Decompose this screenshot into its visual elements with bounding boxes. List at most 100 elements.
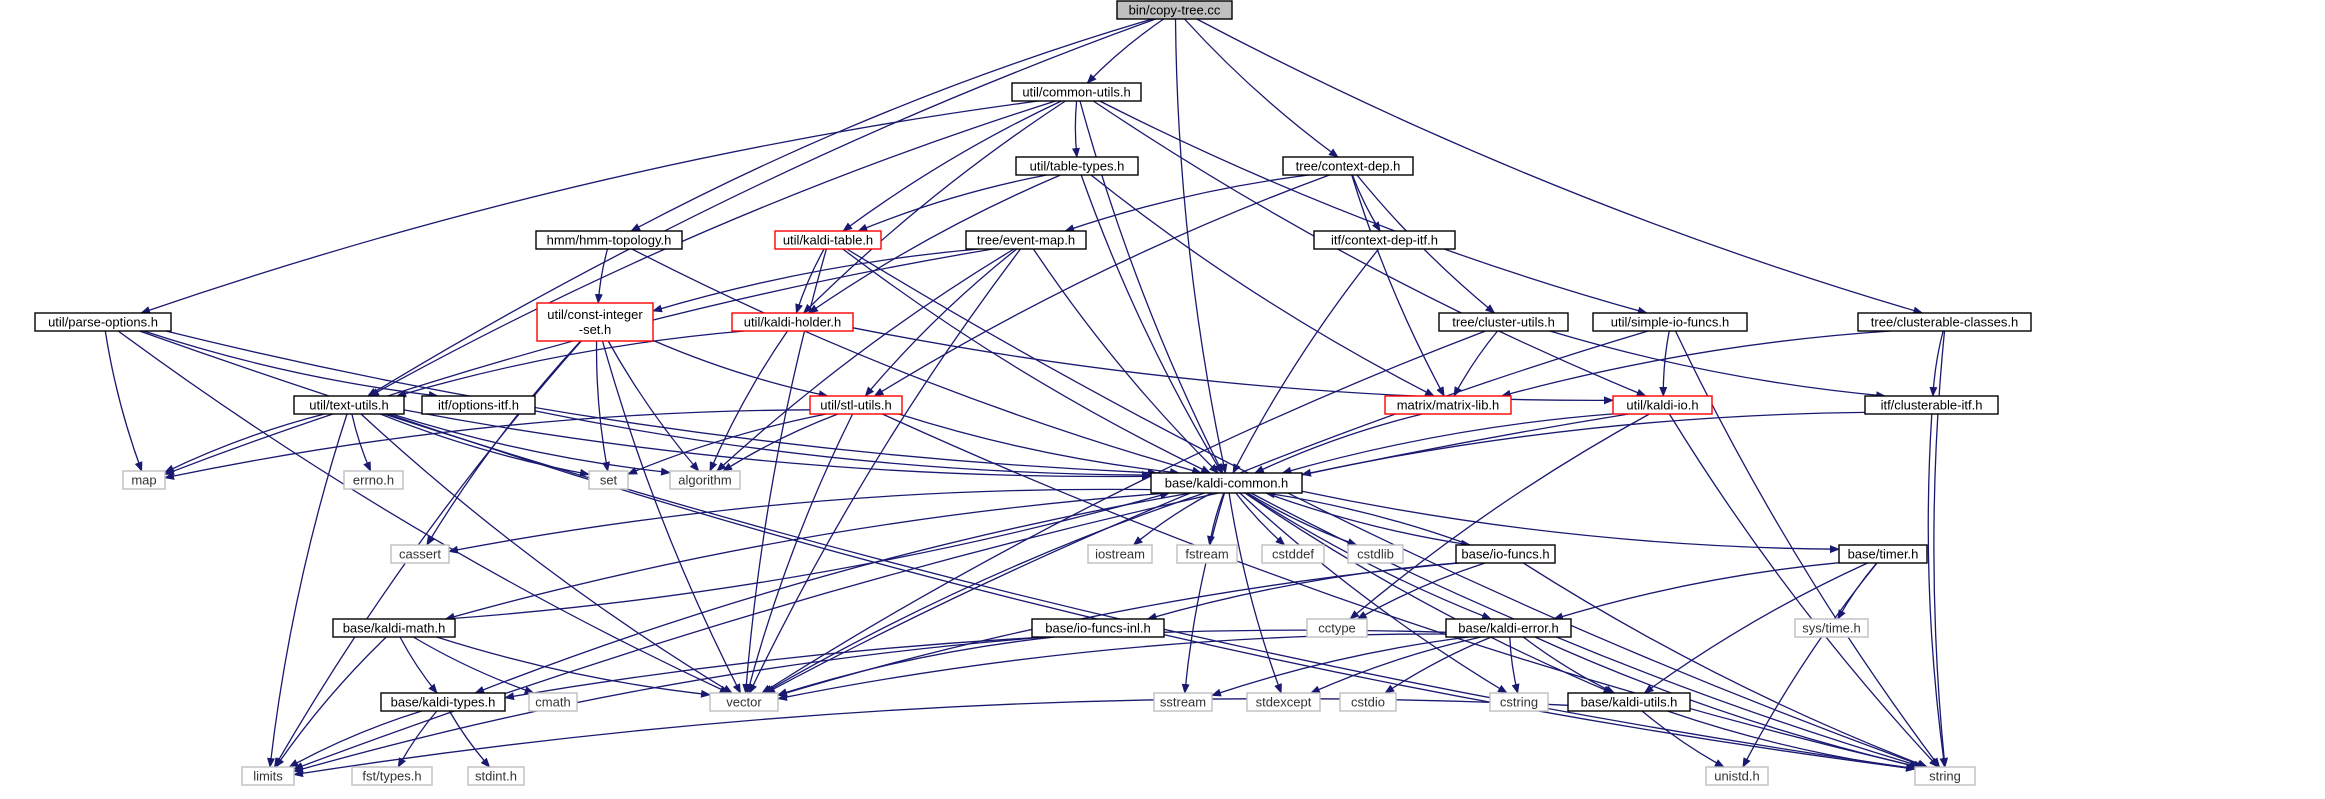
edge-kaldi-utils-to-unistd xyxy=(1641,710,1725,768)
node-label: util/const-integer xyxy=(547,307,643,322)
edge-common-utils-to-kaldi-common xyxy=(1079,100,1224,474)
node-parse-options[interactable]: util/parse-options.h xyxy=(34,312,172,332)
node-context-dep-itf[interactable]: itf/context-dep-itf.h xyxy=(1313,230,1456,250)
edge-kaldi-error-to-cstdio xyxy=(1384,636,1492,694)
node-box xyxy=(774,230,882,250)
node-box xyxy=(1031,618,1165,638)
edge-stl-utils-to-map xyxy=(164,409,811,480)
node-timer[interactable]: base/timer.h xyxy=(1838,544,1928,564)
node-kaldi-types[interactable]: base/kaldi-types.h xyxy=(380,692,506,712)
node-matrix-lib[interactable]: matrix/matrix-lib.h xyxy=(1384,395,1512,415)
node-box xyxy=(669,470,741,490)
edge-event-map-to-kaldi-common xyxy=(1032,248,1219,474)
node-hmm-topology[interactable]: hmm/hmm-topology.h xyxy=(535,230,683,250)
node-cstdio: cstdio xyxy=(1339,692,1397,712)
edge-hmm-topology-to-kaldi-common xyxy=(631,248,1203,475)
node-box xyxy=(1306,618,1368,638)
node-label: sys/time.h xyxy=(1802,621,1861,636)
node-kaldi-error[interactable]: base/kaldi-error.h xyxy=(1445,618,1572,638)
edge-kaldi-common-to-timer xyxy=(1301,490,1840,554)
edge-cluster-utils-to-vector xyxy=(761,330,1486,694)
edge-cluster-utils-to-clusterable-itf xyxy=(1549,330,1887,400)
node-label: cstdlib xyxy=(1357,547,1394,562)
file-nodes: bin/copy-tree.cc util/common-utils.h util/… xyxy=(34,0,2032,786)
edge-text-utils-to-map xyxy=(164,413,325,473)
node-kaldi-common[interactable]: base/kaldi-common.h xyxy=(1150,472,1303,494)
node-label: base/kaldi-math.h xyxy=(343,621,446,636)
node-label: set xyxy=(600,473,618,488)
node-cluster-utils[interactable]: tree/cluster-utils.h xyxy=(1438,312,1569,332)
edge-table-types-to-kaldi-table xyxy=(857,174,1047,232)
edge-io-funcs-inl-to-vector xyxy=(777,636,1055,697)
edge-io-funcs-to-cctype xyxy=(1356,562,1486,620)
node-label: util/kaldi-table.h xyxy=(783,233,873,248)
node-label: base/io-funcs-inl.h xyxy=(1045,621,1151,636)
node-box xyxy=(1246,692,1321,712)
node-clusterable-itf[interactable]: itf/clusterable-itf.h xyxy=(1864,395,1999,415)
edge-io-funcs-to-string xyxy=(1522,562,1929,768)
node-label: string xyxy=(1929,769,1961,784)
edge-kaldi-table-to-string xyxy=(846,248,1928,768)
edge-context-dep-to-event-map xyxy=(1064,174,1309,232)
node-const-integer-set[interactable]: util/const-integer-set.h xyxy=(536,302,654,342)
node-box xyxy=(1116,0,1233,20)
edge-options-itf-to-kaldi-common xyxy=(534,410,1152,480)
node-kaldi-table[interactable]: util/kaldi-table.h xyxy=(774,230,882,250)
edge-stl-utils-to-algorithm xyxy=(722,413,839,472)
node-kaldi-math[interactable]: base/kaldi-math.h xyxy=(332,618,456,638)
node-options-itf[interactable]: itf/options-itf.h xyxy=(421,395,536,415)
node-map: map xyxy=(122,470,166,490)
node-box xyxy=(809,395,903,415)
edge-kaldi-math-to-kaldi-common xyxy=(445,491,1171,620)
node-box xyxy=(1384,395,1512,415)
node-common-utils[interactable]: util/common-utils.h xyxy=(1011,82,1142,102)
edge-kaldi-common-to-string xyxy=(1250,492,1924,769)
node-context-dep[interactable]: tree/context-dep.h xyxy=(1282,156,1414,176)
edge-kaldi-error-to-cstring xyxy=(1509,636,1520,694)
node-label: base/io-funcs.h xyxy=(1461,547,1549,562)
node-io-funcs-inl[interactable]: base/io-funcs-inl.h xyxy=(1031,618,1165,638)
node-box xyxy=(1914,766,1976,786)
node-stdexcept: stdexcept xyxy=(1246,692,1321,712)
node-cctype: cctype xyxy=(1306,618,1368,638)
node-label: util/text-utils.h xyxy=(309,398,388,413)
node-algorithm: algorithm xyxy=(669,470,741,490)
node-stl-utils[interactable]: util/stl-utils.h xyxy=(809,395,903,415)
edge-io-funcs-to-kaldi-common xyxy=(1264,490,1471,546)
node-root[interactable]: bin/copy-tree.cc xyxy=(1116,0,1233,20)
node-label: util/kaldi-holder.h xyxy=(744,315,842,330)
edge-text-utils-to-set xyxy=(379,413,590,477)
node-cstdlib: cstdlib xyxy=(1347,544,1404,564)
node-event-map[interactable]: tree/event-map.h xyxy=(965,230,1087,250)
node-label: vector xyxy=(726,695,762,710)
node-text-utils[interactable]: util/text-utils.h xyxy=(293,395,405,415)
edge-table-types-to-kaldi-holder xyxy=(808,174,1061,314)
node-box xyxy=(536,302,654,342)
node-kaldi-utils[interactable]: base/kaldi-utils.h xyxy=(1567,692,1691,712)
edge-text-utils-to-limits xyxy=(267,413,348,768)
edge-kaldi-common-to-sstream xyxy=(1181,492,1226,694)
edge-timer-to-unistd xyxy=(1742,562,1878,768)
edge-root-to-common-utils xyxy=(1086,18,1165,84)
edge-parse-options-to-vector xyxy=(117,330,730,694)
edge-kaldi-common-to-io-funcs xyxy=(1265,492,1472,548)
node-label: util/stl-utils.h xyxy=(820,398,892,413)
node-table-types[interactable]: util/table-types.h xyxy=(1015,156,1139,176)
node-box xyxy=(34,312,172,332)
edge-context-dep-to-stl-utils xyxy=(873,174,1330,397)
node-label: map xyxy=(131,473,156,488)
node-label: itf/options-itf.h xyxy=(438,398,519,413)
node-box xyxy=(332,618,456,638)
node-sstream: sstream xyxy=(1153,692,1213,712)
node-kaldi-holder[interactable]: util/kaldi-holder.h xyxy=(731,312,854,332)
edge-stl-utils-to-set xyxy=(627,413,827,475)
edge-kaldi-error-to-kaldi-utils xyxy=(1522,636,1616,694)
node-box xyxy=(1015,156,1139,176)
node-kaldi-io[interactable]: util/kaldi-io.h xyxy=(1612,395,1713,415)
edge-common-utils-to-kaldi-table xyxy=(842,100,1062,232)
node-clusterable-classes[interactable]: tree/clusterable-classes.h xyxy=(1857,312,2032,332)
node-string: string xyxy=(1914,766,1976,786)
node-io-funcs[interactable]: base/io-funcs.h xyxy=(1455,544,1556,564)
node-box xyxy=(1313,230,1456,250)
node-simple-io-funcs[interactable]: util/simple-io-funcs.h xyxy=(1592,312,1748,332)
